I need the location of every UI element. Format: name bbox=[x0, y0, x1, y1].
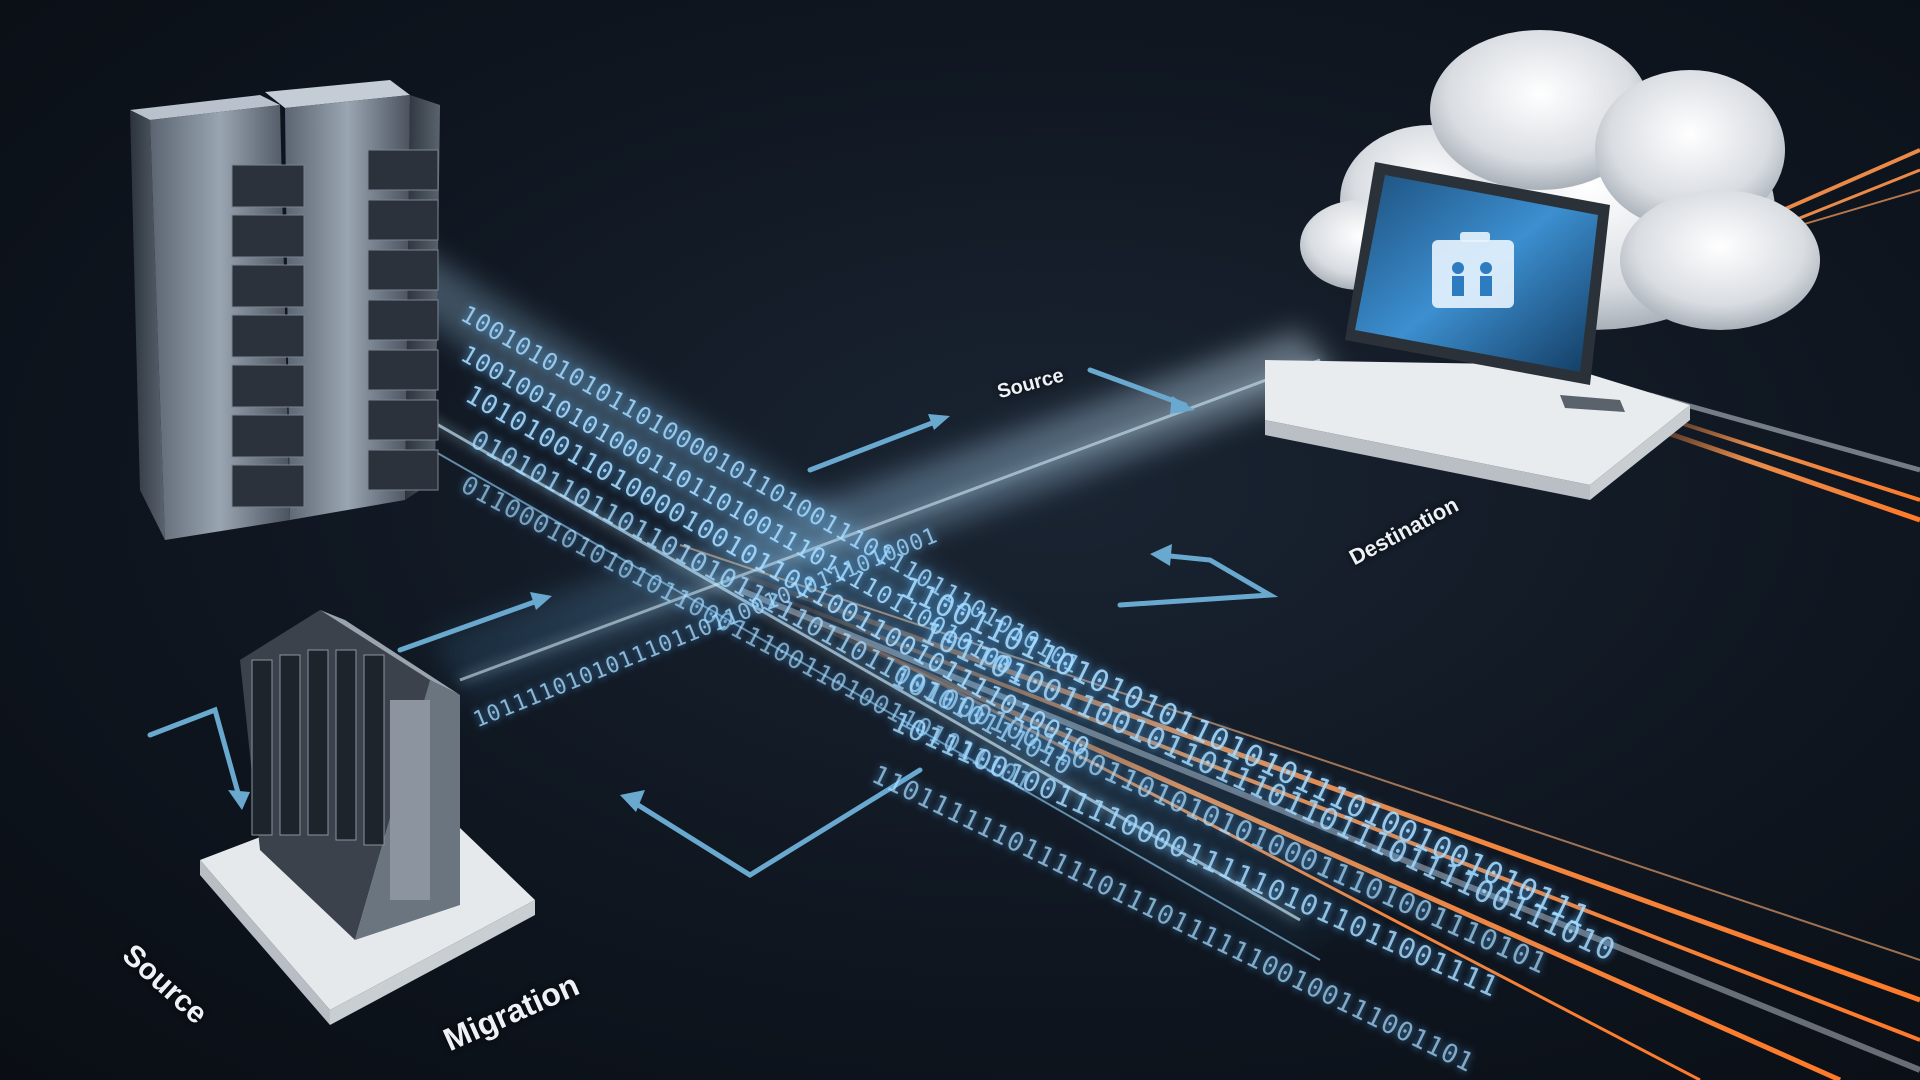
arrow-return-right bbox=[1117, 552, 1279, 608]
server-rack-icon bbox=[130, 80, 440, 540]
laptop-icon bbox=[1265, 162, 1690, 500]
blade-server-icon bbox=[200, 610, 535, 1025]
arrow-return-bottom bbox=[627, 767, 923, 878]
users-icon bbox=[1432, 232, 1514, 308]
arrow-right-mid bbox=[397, 597, 543, 653]
arrow-source-to-destination bbox=[1087, 367, 1188, 408]
flow-arrows bbox=[147, 367, 1279, 878]
data-beams bbox=[350, 250, 1420, 961]
arrow-right-top bbox=[807, 417, 943, 473]
arrow-left-loop bbox=[147, 706, 243, 803]
